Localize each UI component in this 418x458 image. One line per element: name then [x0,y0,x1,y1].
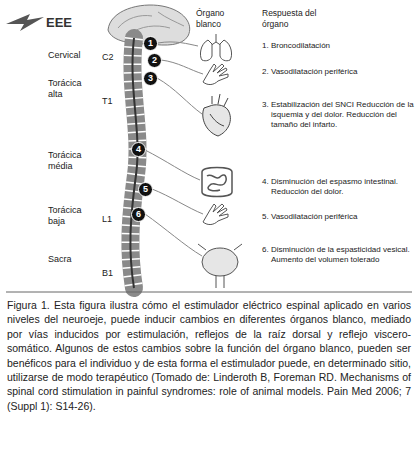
callout-number: 1 [143,36,158,51]
bladder-icon [198,244,242,288]
level-label: L1 [102,214,120,225]
figure-caption: Figura 1. Esta figura ilustra cómo el es… [7,298,411,413]
spinal-cord [130,38,137,288]
vertebra-gaps [130,38,137,288]
organ-response: 5. Vasodilatación periférica [262,212,418,222]
intestine-icon [202,168,232,197]
region-label: Torácica alta [48,78,93,101]
organ-response: 1. Broncodilatación [262,41,418,51]
callout-text: 5 [143,185,148,194]
caption-rule [6,292,412,293]
stimulator-label: EEE [46,15,72,31]
brain-folds [118,12,184,34]
spinal-column [130,38,137,288]
callout-text: 3 [148,74,153,83]
level-label: C2 [102,52,120,63]
level-label: B1 [102,268,120,279]
lungs-icon [200,34,231,61]
level-label: T1 [102,96,120,107]
organ-response: 4. Disminución del espasmo intestinal. R… [262,177,418,197]
lightning-bolt [6,14,44,31]
heart-icon [203,94,231,136]
callout-number: 4 [131,142,146,157]
region-label: Cervical [48,50,100,61]
callout-number: 2 [147,53,162,68]
region-label: Torácica baja [48,205,98,228]
region-label: Sacra [48,254,98,265]
organ-response: 2. Vasodilatación periférica [262,67,418,77]
callout-text: 4 [136,145,141,154]
organ-response: 6. Disminución de la espasticidad vesica… [262,245,418,265]
callout-number: 6 [131,207,146,222]
callout-text: 6 [136,210,141,219]
callout-number: 3 [143,71,158,86]
callout-text: 2 [152,56,157,65]
region-label: Torácica média [48,150,98,173]
hand-icon [203,204,228,225]
callout-text: 1 [148,39,153,48]
hand-icon [203,64,228,85]
column-heading: Órgano blanco [196,8,241,29]
column-heading: Respuesta del órgano [262,8,342,29]
callout-number: 5 [138,182,153,197]
organ-response: 3. Estabilización del SNCI Reducción de … [262,100,418,130]
